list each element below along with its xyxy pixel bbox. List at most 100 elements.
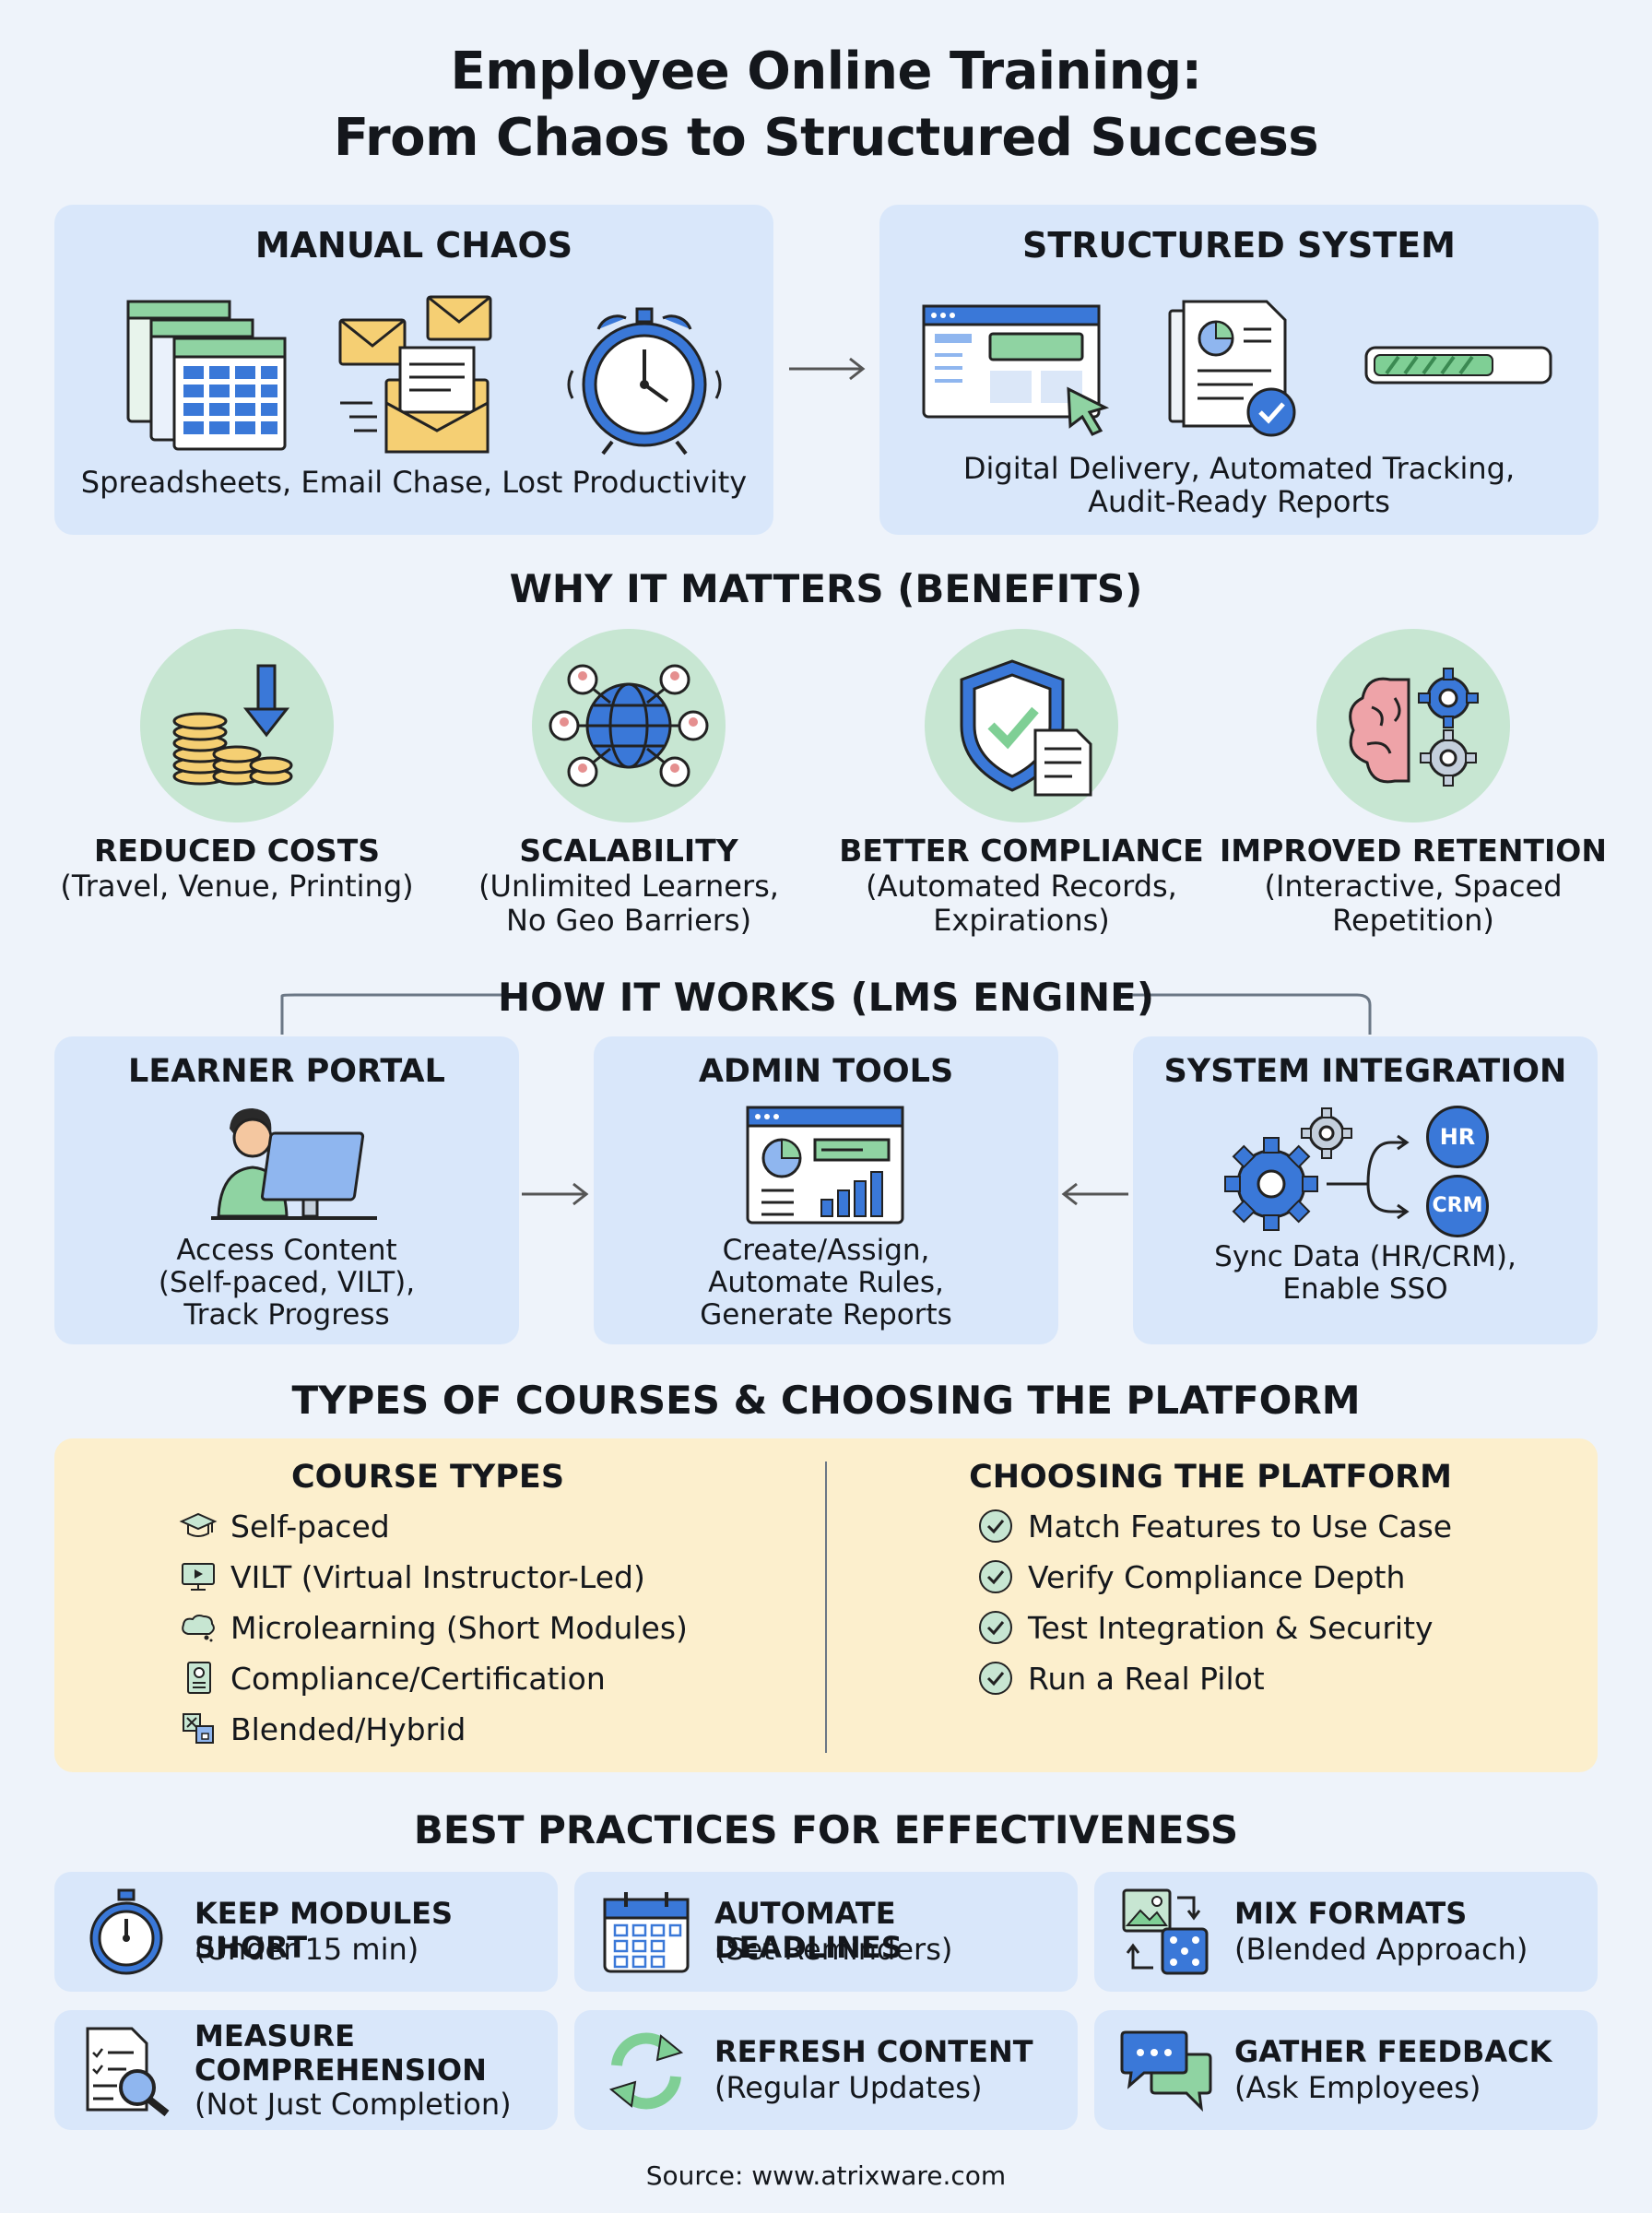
practice-sub: (Not Just Completion) [195,2087,512,2122]
title-line-2: From Chaos to Structured Success [333,108,1319,168]
admin-tools-heading: ADMIN TOOLS [698,1053,954,1090]
gears-integration-icon [1224,1107,1410,1231]
platform-item-label: Run a Real Pilot [1028,1660,1265,1697]
integration-caption-2: Enable SSO [1282,1272,1448,1306]
mixed-media-icon [1122,1888,1209,1975]
globe-network-icon [549,664,709,787]
calendar-icon [603,1892,690,1973]
monitor-play-icon [182,1563,215,1591]
practice-title: MIX FORMATS [1234,1896,1468,1931]
learner-caption-3: Track Progress [183,1298,390,1331]
check-circle-icon [979,1509,1012,1543]
course-type-label: VILT (Virtual Instructor-Led) [230,1558,645,1595]
practice-title: MEASURE COMPREHENSION [195,2019,487,2088]
benefits-heading: WHY IT MATTERS (BENEFITS) [509,566,1143,611]
admin-caption-3: Generate Reports [700,1298,952,1331]
structured-caption-line-2: Audit-Ready Reports [1088,484,1390,519]
chat-bubbles-icon [1120,2030,1212,2112]
practice-card-deadlines: AUTOMATE DEADLINES (Set Reminders) [574,1872,1078,1992]
manual-chaos-caption: Spreadsheets, Email Chase, Lost Producti… [80,465,748,500]
practice-card-refresh: REFRESH CONTENT (Regular Updates) [574,2010,1078,2130]
admin-dashboard-icon [746,1106,904,1225]
check-circle-icon [979,1611,1012,1644]
practice-card-mix-formats: MIX FORMATS (Blended Approach) [1094,1872,1598,1992]
practice-card-feedback: GATHER FEEDBACK (Ask Employees) [1094,2010,1598,2130]
check-circle-icon [979,1560,1012,1593]
benefit-sub-scalability-1: (Unlimited Learners, [478,869,779,904]
benefit-sub-retention-2: Repetition) [1332,903,1494,938]
courses-panel: COURSE TYPES CHOOSING THE PLATFORM Self-… [54,1438,1598,1772]
learner-caption-1: Access Content [176,1234,397,1267]
learner-computer-icon [211,1108,377,1220]
system-integration-caption: Sync Data (HR/CRM), Enable SSO [1133,1241,1598,1306]
practice-sub: (Regular Updates) [714,2070,983,2105]
structured-system-heading: STRUCTURED SYSTEM [1021,225,1456,266]
blended-icon [183,1713,214,1744]
column-divider [825,1462,827,1753]
system-integration-heading: SYSTEM INTEGRATION [1163,1053,1567,1090]
course-type-microlearning: Microlearning (Short Modules) [179,1604,688,1651]
courses-heading: TYPES OF COURSES & CHOOSING THE PLATFORM [291,1378,1361,1423]
benefit-title-scalability: SCALABILITY [519,833,738,869]
hr-badge: HR [1426,1106,1489,1168]
lms-connector-bracket [280,993,1372,1035]
stopwatch-icon [89,1888,163,1975]
source-credit: Source: www.atrixware.com [645,2160,1007,2191]
benefit-title-retention: IMPROVED RETENTION [1220,833,1607,869]
course-type-label: Blended/Hybrid [230,1710,466,1747]
page-title: Employee Online Training: From Chaos to … [0,39,1652,172]
document-magnifier-icon [86,2027,170,2117]
course-type-blended: Blended/Hybrid [179,1706,466,1752]
coins-down-icon [172,664,293,786]
course-type-self-paced: Self-paced [179,1503,390,1549]
practice-title: REFRESH CONTENT [714,2034,1033,2069]
admin-tools-caption: Create/Assign, Automate Rules, Generate … [594,1235,1058,1331]
structured-caption-line-1: Digital Delivery, Automated Tracking, [962,451,1516,486]
course-type-label: Microlearning (Short Modules) [230,1609,688,1646]
benefit-circle-costs [140,629,334,822]
practice-sub: (Ask Employees) [1234,2070,1481,2105]
dashboard-window-icon [922,304,1110,436]
certificate-icon [187,1662,211,1694]
title-line-1: Employee Online Training: [450,41,1202,101]
course-type-label: Self-paced [230,1508,390,1544]
benefit-circle-compliance [925,629,1118,822]
benefit-sub-scalability-2: No Geo Barriers) [505,903,752,938]
course-types-heading: COURSE TYPES [290,1459,565,1496]
practice-card-measure: MEASURE COMPREHENSION (Not Just Completi… [54,2010,558,2130]
alarm-clock-icon [567,307,722,456]
practice-sub: (Under 15 min) [195,1932,419,1967]
practice-sub: (Blended Approach) [1234,1932,1528,1967]
manual-chaos-heading: MANUAL CHAOS [254,225,573,266]
structured-system-panel: STRUCTURED SYSTEM Digi [879,205,1599,535]
benefit-circle-scalability [532,629,726,822]
benefit-title-compliance: BETTER COMPLIANCE [839,833,1204,869]
crm-badge: CRM [1426,1175,1489,1237]
learner-caption-2: (Self-paced, VILT), [158,1266,416,1299]
platform-heading: CHOOSING THE PLATFORM [969,1459,1452,1496]
lms-heading: HOW IT WORKS (LMS ENGINE) [497,975,1155,1020]
benefit-sub-retention-1: (Interactive, Spaced [1264,869,1563,904]
course-type-label: Compliance/Certification [230,1660,606,1697]
cloud-thought-icon [182,1615,215,1642]
structured-system-caption: Digital Delivery, Automated Tracking, Au… [879,452,1599,518]
practices-heading: BEST PRACTICES FOR EFFECTIVENESS [413,1807,1239,1852]
practice-title-line-2: COMPREHENSION [195,2053,487,2088]
admin-tools-panel: ADMIN TOOLS Create/Assign, Automate Rule… [594,1036,1058,1344]
progress-bar-icon [1364,346,1552,385]
platform-item-label: Verify Compliance Depth [1028,1558,1406,1595]
benefit-circle-retention [1316,629,1510,822]
learner-portal-caption: Access Content (Self-paced, VILT), Track… [54,1235,519,1331]
brain-gears-icon [1349,668,1479,787]
arrow-right-icon [522,1182,589,1206]
course-type-compliance: Compliance/Certification [179,1655,606,1701]
practice-title: KEEP MODULES SHORT [195,1896,453,1965]
arrow-right-icon [789,357,866,381]
shield-check-icon [960,659,1092,797]
learner-portal-panel: LEARNER PORTAL Access Content (Self-pace… [54,1036,519,1344]
practice-sub: (Set Reminders) [714,1932,953,1967]
benefit-sub-compliance-1: (Automated Records, [866,869,1177,904]
practice-title-line-1: MEASURE [195,2018,355,2053]
benefit-title-costs: REDUCED COSTS [93,833,381,869]
integration-caption-1: Sync Data (HR/CRM), [1214,1240,1516,1273]
